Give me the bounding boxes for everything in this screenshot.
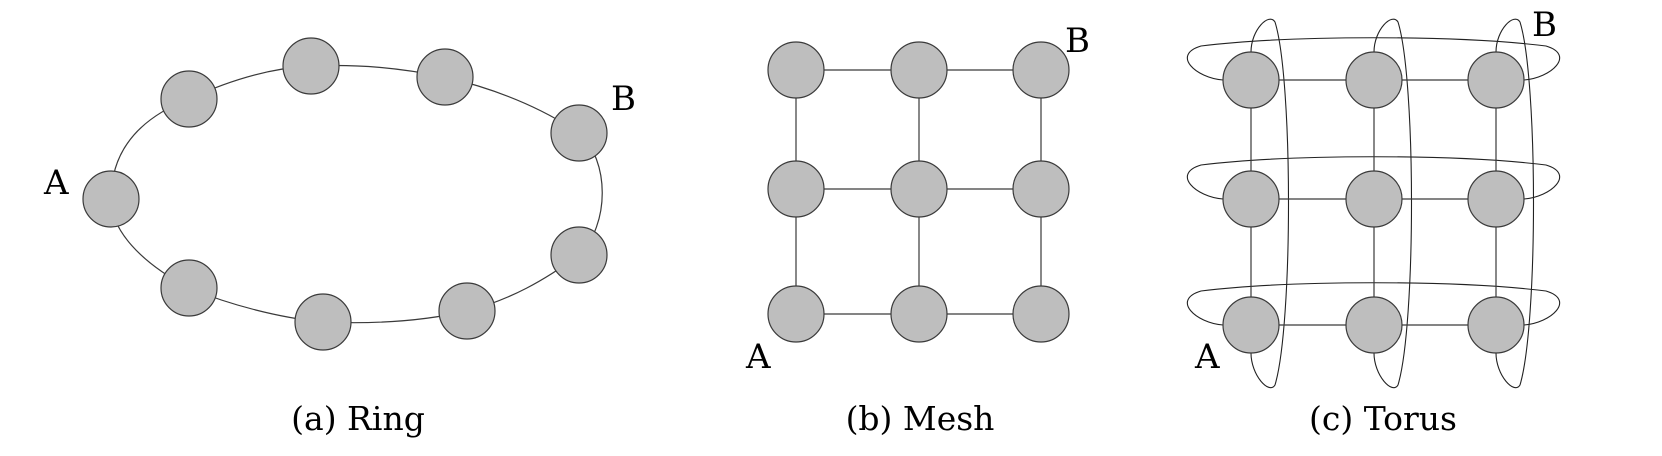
torus-column-wrap-link bbox=[1373, 18, 1413, 388]
torus-node bbox=[1222, 296, 1280, 354]
ring-node bbox=[438, 282, 496, 340]
torus-node bbox=[1345, 170, 1403, 228]
mesh-node bbox=[1012, 285, 1070, 343]
mesh-label-b: B bbox=[1065, 21, 1090, 61]
torus-node bbox=[1467, 51, 1525, 109]
mesh-node bbox=[890, 41, 948, 99]
torus-topology: B A (c) Torus bbox=[1186, 5, 1561, 438]
mesh-node bbox=[890, 285, 948, 343]
ring-node bbox=[550, 104, 608, 162]
torus-caption: (c) Torus bbox=[1309, 399, 1457, 438]
mesh-node bbox=[1012, 41, 1070, 99]
torus-node bbox=[1467, 296, 1525, 354]
torus-row-wrap-link bbox=[1186, 37, 1561, 81]
ring-label-a: A bbox=[43, 163, 69, 203]
torus-node bbox=[1222, 51, 1280, 109]
torus-node bbox=[1345, 296, 1403, 354]
torus-column-wrap-link bbox=[1250, 18, 1290, 388]
ring-node bbox=[294, 293, 352, 351]
torus-node bbox=[1467, 170, 1525, 228]
torus-label-b: B bbox=[1532, 5, 1557, 45]
mesh-node bbox=[1012, 160, 1070, 218]
ring-node bbox=[550, 226, 608, 284]
torus-column-wrap-link bbox=[1495, 18, 1535, 388]
mesh-node bbox=[767, 160, 825, 218]
ring-topology: A B (a) Ring bbox=[43, 37, 636, 438]
ring-node bbox=[416, 48, 474, 106]
ring-caption: (a) Ring bbox=[291, 399, 425, 438]
mesh-node bbox=[767, 285, 825, 343]
mesh-node bbox=[767, 41, 825, 99]
ring-node bbox=[82, 170, 140, 228]
ring-node bbox=[160, 259, 218, 317]
torus-node bbox=[1345, 51, 1403, 109]
mesh-topology: B A (b) Mesh bbox=[745, 21, 1090, 438]
ring-label-b: B bbox=[611, 79, 636, 119]
mesh-label-a: A bbox=[745, 337, 771, 377]
ring-node bbox=[160, 70, 218, 128]
torus-node bbox=[1222, 170, 1280, 228]
ring-edge bbox=[110, 64, 603, 324]
ring-node bbox=[282, 37, 340, 95]
mesh-caption: (b) Mesh bbox=[846, 399, 995, 438]
mesh-node bbox=[890, 160, 948, 218]
torus-label-a: A bbox=[1194, 337, 1220, 377]
